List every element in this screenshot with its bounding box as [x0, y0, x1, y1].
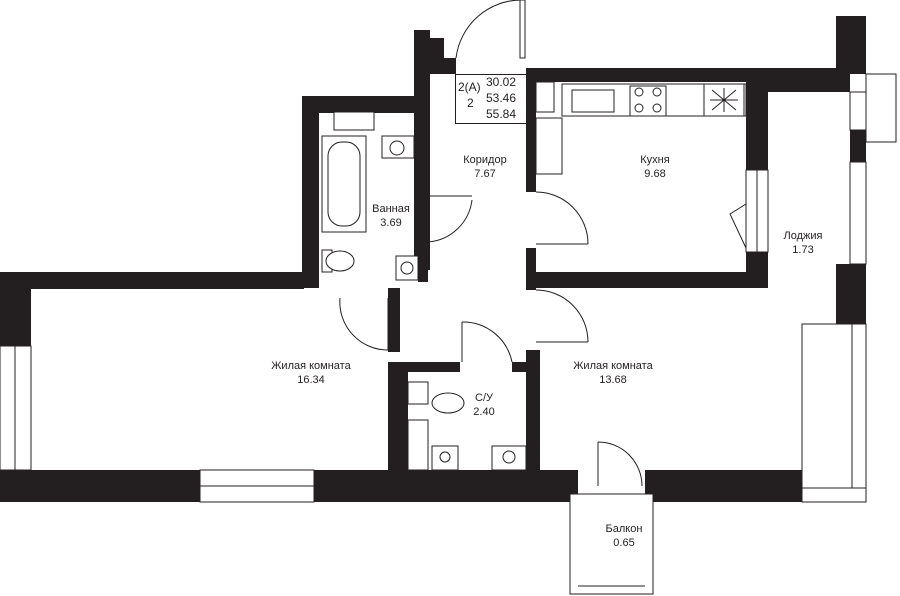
room-label-living-room-1: Жилая комната 16.34	[251, 359, 371, 387]
walls	[0, 16, 866, 502]
room-label-loggia: Лоджия 1.73	[743, 229, 863, 257]
area-with-balcony: 55.84	[486, 107, 517, 121]
room-area: 1.73	[792, 244, 814, 256]
total-area: 53.46	[486, 91, 517, 105]
room-name: С/У	[475, 392, 493, 404]
room-name: Жилая комната	[271, 360, 351, 372]
room-name: Ванная	[372, 203, 410, 215]
room-area: 2.40	[473, 406, 495, 418]
windows	[0, 73, 897, 595]
room-label-bathroom: Ванная 3.69	[331, 202, 451, 230]
room-name: Коридор	[463, 154, 507, 166]
room-area: 7.67	[474, 168, 496, 180]
room-name: Балкон	[605, 523, 643, 535]
room-label-kitchen: Кухня 9.68	[595, 153, 715, 181]
living-area: 30.02	[486, 75, 517, 89]
apartment-info-box	[455, 74, 527, 124]
room-area: 16.34	[297, 374, 325, 386]
room-label-wc: С/У 2.40	[424, 391, 544, 419]
room-label-living-room-2: Жилая комната 13.68	[553, 359, 673, 387]
fixtures	[321, 81, 747, 471]
room-area: 9.68	[644, 168, 666, 180]
room-label-balcony: Балкон 0.65	[564, 522, 684, 550]
room-name: Жилая комната	[573, 360, 653, 372]
room-name: Кухня	[640, 154, 670, 166]
room-label-corridor: Коридор 7.67	[425, 153, 545, 181]
doors	[339, 0, 747, 487]
room-name: Лоджия	[783, 230, 823, 242]
room-area: 3.69	[380, 217, 402, 229]
apartment-type: 2(А)	[458, 80, 481, 94]
room-area: 13.68	[599, 374, 627, 386]
room-area: 0.65	[613, 537, 635, 549]
apartment-rooms: 2	[467, 96, 474, 110]
